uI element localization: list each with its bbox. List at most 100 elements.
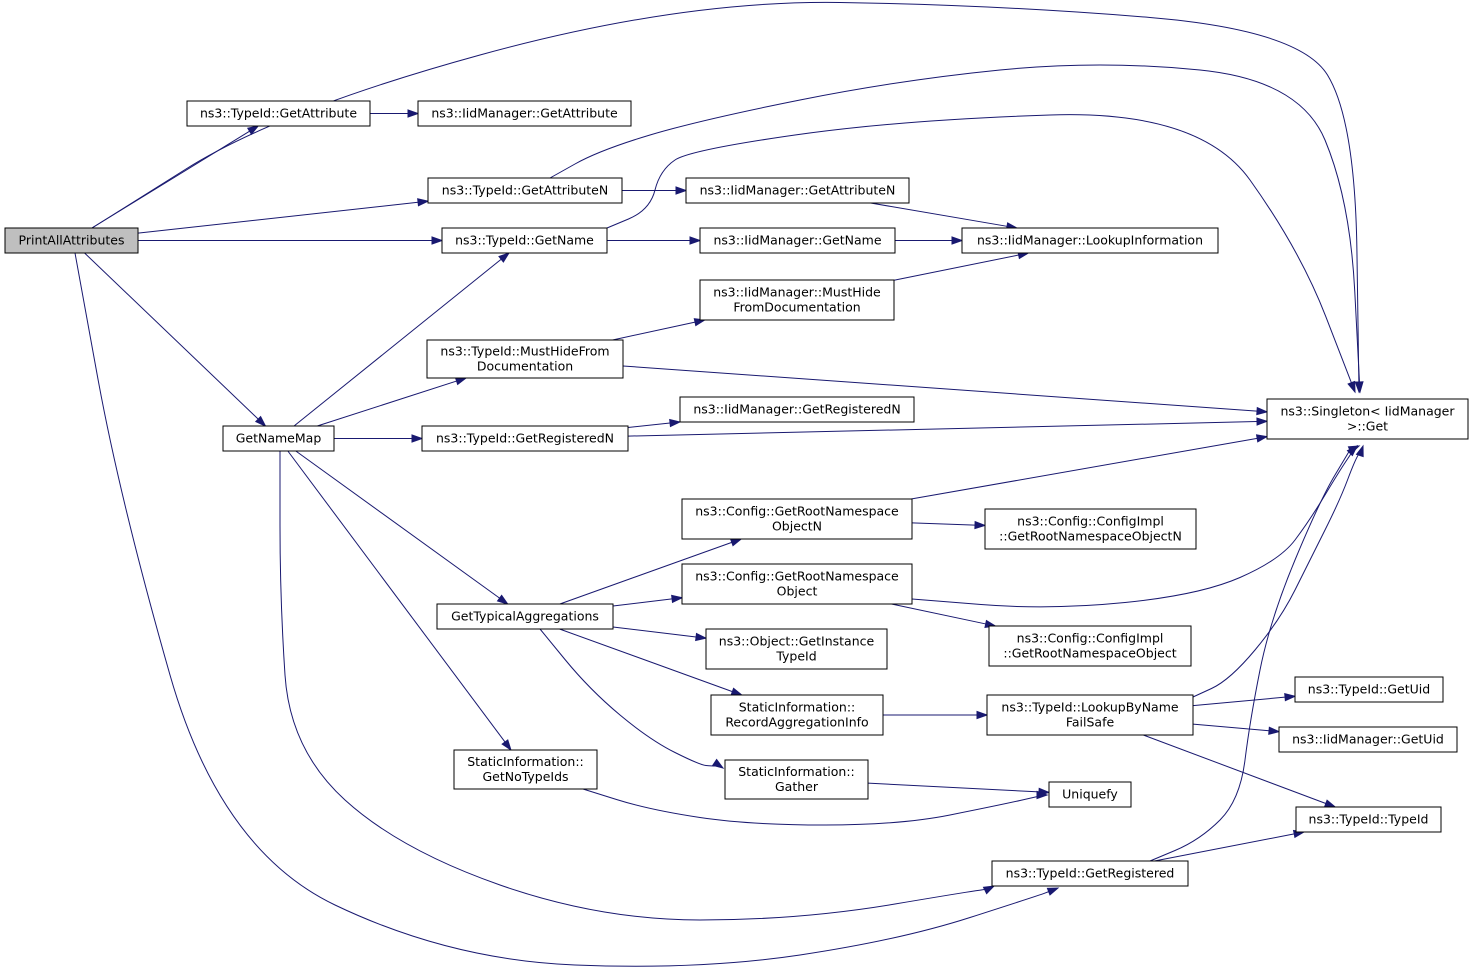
node-iidmanager_getuid[interactable]: ns3::IidManager::GetUid [1278, 726, 1458, 753]
node-config_getrootnamespaceobjectn[interactable]: ns3::Config::GetRootNamespaceObjectN [681, 498, 913, 540]
edge-getnamemap-to-gettypicalaggregations [295, 450, 509, 605]
edge-line [627, 421, 1258, 437]
arrowhead [1284, 693, 1297, 702]
node-box [679, 396, 915, 423]
edge-typeid_musthide-to-iidmanager_musthide [612, 318, 707, 341]
arrowhead [974, 520, 987, 530]
edge-line [1192, 450, 1362, 698]
edge-line [559, 628, 733, 693]
node-staticinfo_recordaggregationinfo[interactable]: StaticInformation::RecordAggregationInfo [710, 694, 884, 736]
edge-line [559, 541, 732, 605]
node-iidmanager_getregisteredn[interactable]: ns3::IidManager::GetRegisteredN [679, 396, 915, 423]
edge-getnamemap-to-typeid_getregistered [279, 451, 996, 921]
node-typeid_getattributen[interactable]: ns3::TypeId::GetAttributeN [427, 177, 623, 204]
node-typeid_getuid[interactable]: ns3::TypeId::GetUid [1294, 676, 1444, 703]
edge-typeid_getregistered-to-singleton_get [1149, 445, 1361, 862]
arrowhead [1347, 380, 1356, 394]
node-typeid_typeid[interactable]: ns3::TypeId::TypeId [1295, 806, 1442, 833]
node-configimpl_getrootnamespaceobject[interactable]: ns3::Config::ConfigImpl::GetRootNamespac… [988, 625, 1192, 667]
edge-typeid_lookupbynamefailsafe-to-singleton_get [1192, 444, 1364, 698]
node-box [988, 625, 1192, 667]
arrowhead [951, 236, 964, 245]
node-iidmanager_getattributen[interactable]: ns3::IidManager::GetAttributeN [685, 177, 910, 204]
node-iidmanager_getname[interactable]: ns3::IidManager::GetName [699, 227, 896, 254]
arrowhead [730, 687, 744, 696]
node-uniquefy[interactable]: Uniquefy [1048, 781, 1132, 808]
node-iidmanager_getattribute[interactable]: ns3::IidManager::GetAttribute [417, 100, 632, 127]
edge-line [612, 598, 673, 607]
node-label: ns3::Config::GetRootNamespace [695, 504, 899, 519]
edge-line [911, 522, 976, 526]
edge-line [1143, 734, 1326, 804]
node-box [724, 759, 869, 800]
edge-typeid_getattribute-to-iidmanager_getattribute [370, 109, 420, 118]
node-config_getrootnamespaceobject[interactable]: ns3::Config::GetRootNamespaceObject [681, 563, 913, 605]
edge-line [84, 252, 259, 420]
edge-print_all_attributes-to-typeid_getattributen [137, 198, 430, 234]
node-typeid_getregisteredn[interactable]: ns3::TypeId::GetRegisteredN [421, 425, 629, 452]
edge-print_all_attributes-to-typeid_getname [138, 236, 444, 245]
node-box [961, 227, 1219, 254]
edge-getnamemap-to-typeid_musthide [317, 377, 468, 427]
edge-line [295, 450, 500, 599]
node-box [1048, 781, 1132, 808]
edge-line [539, 628, 720, 767]
arrowhead [496, 594, 509, 605]
arrowhead [1323, 799, 1337, 808]
edge-config_getrootnamespaceobject-to-configimpl_getrootnamespaceobject [891, 603, 997, 628]
edge-line [287, 450, 506, 743]
node-iidmanager_lookupinformation[interactable]: ns3::IidManager::LookupInformation [961, 227, 1219, 254]
edge-line [137, 201, 419, 234]
arrowhead [498, 252, 511, 263]
edge-line [891, 603, 986, 625]
arrowhead [729, 538, 743, 547]
node-label: ns3::Object::GetInstance [719, 634, 875, 649]
edge-typeid_musthide-to-singleton_get [622, 365, 1269, 416]
node-label: FailSafe [1066, 715, 1115, 730]
node-iidmanager_musthide[interactable]: ns3::IidManager::MustHideFromDocumentati… [699, 279, 895, 321]
node-label: ns3::Config::ConfigImpl [1017, 631, 1164, 646]
arrowhead [254, 415, 267, 428]
node-typeid_getregistered[interactable]: ns3::TypeId::GetRegistered [991, 860, 1189, 887]
edge-staticinfo_gather-to-uniquefy [867, 782, 1051, 797]
node-label: GetNoTypeIds [482, 769, 568, 784]
node-box [186, 100, 371, 127]
node-label: TypeId [775, 649, 816, 664]
node-label: StaticInformation:: [738, 764, 855, 779]
node-label: ns3::Config::GetRootNamespace [695, 569, 899, 584]
edge-line [1154, 833, 1295, 862]
node-label: ns3::IidManager::MustHide [713, 285, 881, 300]
node-getnamemap[interactable]: GetNameMap [222, 425, 335, 452]
edge-config_getrootnamespaceobjectn-to-singleton_get [911, 434, 1269, 500]
node-typeid_getname[interactable]: ns3::TypeId::GetName [441, 227, 608, 254]
node-label: GetNameMap [236, 431, 322, 446]
node-staticinfo_getnotypeids[interactable]: StaticInformation::GetNoTypeIds [453, 749, 598, 790]
node-label: PrintAllAttributes [19, 233, 125, 248]
node-configimpl_getrootnamespaceobjectn[interactable]: ns3::Config::ConfigImpl::GetRootNamespac… [984, 508, 1197, 550]
node-label: ::GetRootNamespaceObject [1003, 646, 1176, 661]
edge-iidmanager_getname-to-iidmanager_lookupinformation [895, 236, 964, 245]
arrowhead [407, 109, 420, 118]
edge-config_getrootnamespaceobjectn-to-configimpl_getrootnamespaceobjectn [911, 520, 987, 530]
arrowhead [689, 236, 702, 245]
edges-layer [74, 1, 1364, 967]
node-gettypicalaggregations[interactable]: GetTypicalAggregations [436, 603, 614, 630]
node-typeid_getattribute[interactable]: ns3::TypeId::GetAttribute [186, 100, 371, 127]
node-staticinfo_gather[interactable]: StaticInformation::Gather [724, 759, 869, 800]
node-box [417, 100, 632, 127]
arrowhead [417, 198, 430, 207]
edge-staticinfo_getnotypeids-to-uniquefy [582, 788, 1049, 826]
node-print_all_attributes[interactable]: PrintAllAttributes [4, 227, 139, 254]
node-label: FromDocumentation [733, 300, 860, 315]
arrowhead [1255, 434, 1269, 443]
arrowhead [501, 739, 512, 752]
arrowhead [1268, 726, 1281, 735]
node-box [1278, 726, 1458, 753]
node-singleton_get[interactable]: ns3::Singleton< IidManager >::Get [1266, 398, 1469, 440]
edge-line [622, 365, 1258, 412]
node-box [1266, 398, 1469, 440]
